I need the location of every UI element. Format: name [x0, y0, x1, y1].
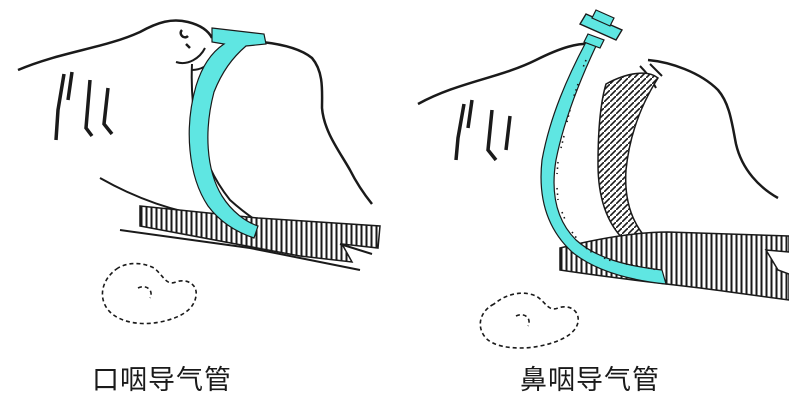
hair-strokes	[56, 72, 112, 140]
eye-mark	[181, 30, 190, 48]
nasopharyngeal-caption: 鼻咽导气管	[520, 358, 660, 397]
palate-outline	[262, 42, 372, 204]
oropharyngeal-caption: 口咽导气管	[92, 358, 232, 397]
oropharyngeal-tube	[189, 28, 266, 238]
hair-strokes	[456, 100, 510, 160]
oropharyngeal-airway-panel: 口咽导气管	[0, 0, 400, 409]
oropharyngeal-illustration	[0, 0, 400, 350]
pharynx-hatch	[140, 206, 380, 262]
nasopharyngeal-illustration	[400, 0, 789, 350]
ear-outline	[102, 264, 196, 324]
nose-palate-outline	[648, 60, 778, 198]
tongue-hatch	[598, 73, 658, 240]
ear-outline	[480, 293, 578, 348]
nasopharyngeal-airway-panel: 鼻咽导气管	[400, 0, 789, 409]
